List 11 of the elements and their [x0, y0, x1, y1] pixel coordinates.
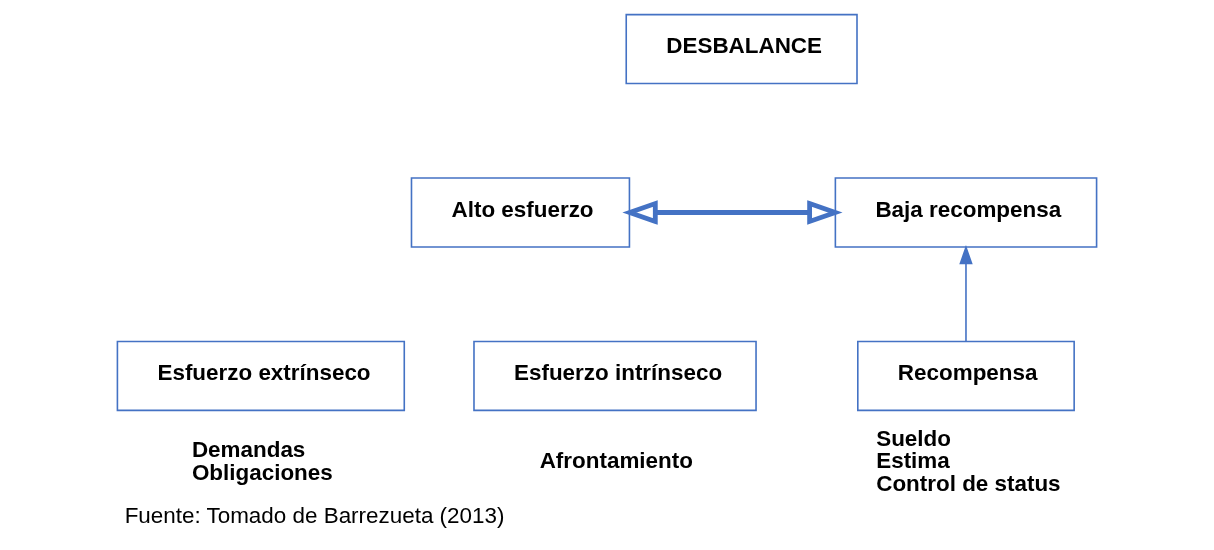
node-box: Baja recompensa	[834, 177, 1098, 248]
arrow	[959, 245, 973, 342]
arrow	[622, 200, 843, 225]
node-box: Recompensa	[857, 340, 1075, 412]
caption: Fuente: Tomado de Barrezueta (2013)	[124, 502, 505, 528]
node-box: Esfuerzo extrínseco	[116, 340, 406, 412]
node-box: Esfuerzo intrínseco	[473, 340, 757, 412]
node-box: DESBALANCE	[625, 13, 858, 85]
node-box: Alto esfuerzo	[410, 177, 631, 248]
node-label: Afrontamiento	[539, 447, 693, 473]
node-label: Sueldo	[876, 426, 951, 451]
